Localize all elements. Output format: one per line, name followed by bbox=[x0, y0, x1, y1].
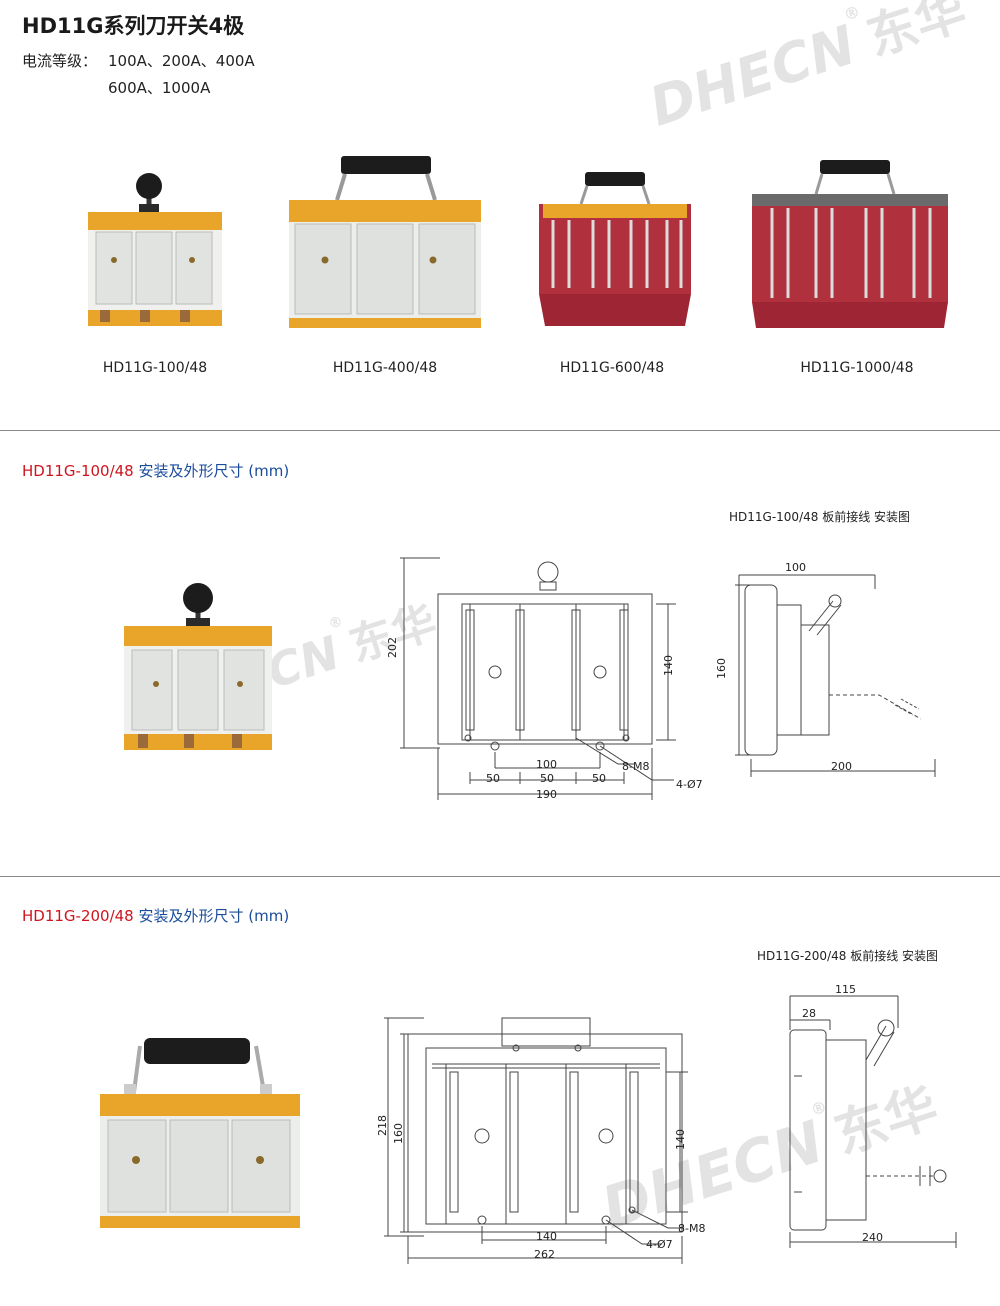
side-dimension-drawing: 100 160 200 bbox=[715, 561, 936, 777]
side-height: 160 bbox=[715, 658, 728, 679]
dim-50b: 50 bbox=[540, 772, 554, 785]
side-small: 28 bbox=[802, 1007, 816, 1020]
watermark-top: DHECN®东华 bbox=[640, 0, 974, 140]
section-divider bbox=[0, 430, 1000, 431]
section-divider bbox=[0, 876, 1000, 877]
install-note: HD11G-100/48 板前接线 安装图 bbox=[729, 510, 911, 524]
dim-holes: 8-M8 bbox=[678, 1222, 705, 1235]
dim-mount: 4-Ø7 bbox=[676, 778, 703, 791]
section-title: HD11G-100/48 安装及外形尺寸 (mm) bbox=[22, 460, 289, 481]
dim-140: 140 bbox=[536, 1230, 557, 1243]
section-desc: 安装及外形尺寸 (mm) bbox=[138, 462, 290, 480]
front-dimension-drawing: 218 160 140 140 262 8-M8 4-Ø7 bbox=[376, 1017, 705, 1264]
dim-width: 190 bbox=[536, 788, 557, 801]
rating-values-line1: 100A、200A、400A bbox=[108, 52, 255, 70]
page-title: HD11G系列刀开关4极 bbox=[22, 14, 245, 38]
bar-handle-icon bbox=[585, 172, 645, 186]
side-depth: 115 bbox=[835, 983, 856, 996]
front-dimension-drawing: 202 140 100 50 50 50 190 8-M8 4-Ø7 bbox=[386, 557, 703, 801]
dim-holes: 8-M8 bbox=[622, 760, 649, 773]
section-model: HD11G-200/48 bbox=[22, 907, 134, 925]
side-swing: 200 bbox=[831, 760, 852, 773]
bar-handle-icon bbox=[341, 156, 431, 174]
product-photo-hd11g-1000 bbox=[752, 160, 948, 328]
section-photo bbox=[124, 583, 272, 750]
rating-values-line2: 600A、1000A bbox=[108, 79, 211, 97]
dim-inner: 140 bbox=[662, 655, 675, 676]
product-caption: HD11G-100/48 bbox=[102, 360, 208, 376]
section-title: HD11G-200/48 安装及外形尺寸 (mm) bbox=[22, 905, 289, 926]
section-model: HD11G-100/48 bbox=[22, 462, 134, 480]
product-photo-hd11g-100 bbox=[88, 173, 222, 326]
dim-height: 202 bbox=[386, 637, 399, 658]
dim-inner: 160 bbox=[392, 1123, 405, 1144]
bar-handle-icon bbox=[820, 160, 890, 174]
product-photo-hd11g-400 bbox=[289, 156, 481, 328]
install-note: HD11G-200/48 板前接线 安装图 bbox=[757, 949, 939, 963]
side-dimension-drawing: 115 28 240 bbox=[789, 983, 957, 1248]
watermark-cn: 东华 bbox=[859, 0, 974, 68]
ball-handle-icon bbox=[136, 173, 162, 199]
dim-100: 100 bbox=[536, 758, 557, 771]
side-depth: 100 bbox=[785, 561, 806, 574]
dim-height: 218 bbox=[376, 1115, 389, 1136]
product-photo-hd11g-600 bbox=[539, 172, 691, 326]
dim-mount: 4-Ø7 bbox=[646, 1238, 673, 1251]
dim-50c: 50 bbox=[592, 772, 606, 785]
rating-label: 电流等级： bbox=[22, 52, 98, 70]
product-caption: HD11G-400/48 bbox=[332, 360, 438, 376]
product-caption: HD11G-1000/48 bbox=[800, 360, 914, 376]
dim-50a: 50 bbox=[486, 772, 500, 785]
ball-handle-icon bbox=[183, 583, 213, 613]
dim-inner2: 140 bbox=[674, 1129, 687, 1150]
bar-handle-icon bbox=[144, 1038, 250, 1064]
side-swing: 240 bbox=[862, 1231, 883, 1244]
section-photo bbox=[100, 1038, 300, 1228]
dim-width: 262 bbox=[534, 1248, 555, 1261]
product-caption: HD11G-600/48 bbox=[559, 360, 665, 376]
section-desc: 安装及外形尺寸 (mm) bbox=[138, 907, 290, 925]
watermark-latin: DHECN bbox=[642, 13, 864, 139]
